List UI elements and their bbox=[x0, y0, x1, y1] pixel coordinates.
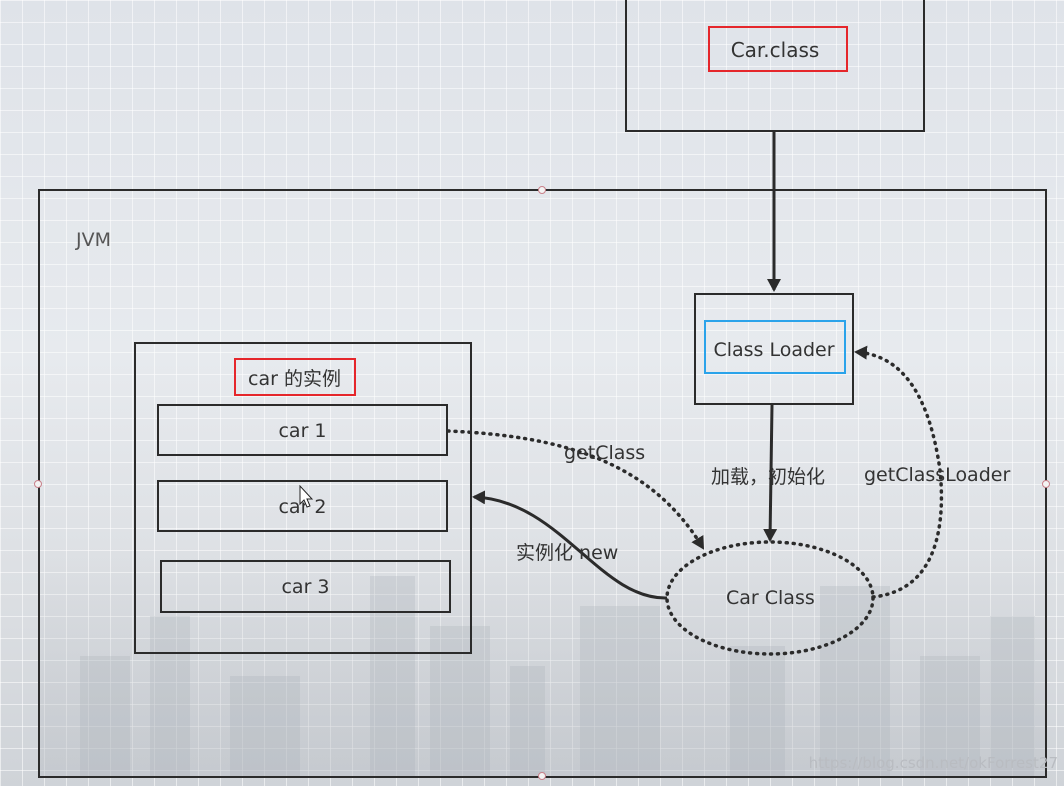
background-cityscape bbox=[40, 546, 1046, 776]
car-instances-container: car 的实例 bbox=[134, 342, 472, 654]
edge-label-getclassloader: getClassLoader bbox=[864, 464, 1011, 486]
selection-handle-right[interactable] bbox=[1042, 480, 1050, 488]
edge-label-getclass: getClass bbox=[564, 442, 646, 464]
class-loader-label: Class Loader bbox=[713, 339, 835, 361]
car-instance-2-label: car 2 bbox=[278, 496, 327, 518]
mouse-cursor-icon bbox=[299, 484, 314, 508]
selection-handle-left[interactable] bbox=[34, 480, 42, 488]
car-class-file-box: Car.class bbox=[625, 0, 925, 132]
class-loader-highlight bbox=[704, 320, 846, 374]
car-instance-1-label: car 1 bbox=[278, 420, 327, 442]
jvm-label: JVM bbox=[76, 229, 111, 251]
arrow-loader-to-carclass bbox=[763, 404, 778, 542]
car-instance-3: car 3 bbox=[160, 560, 451, 613]
class-loader-box: Class Loader bbox=[694, 293, 854, 405]
car-instance-2: car 2 bbox=[157, 480, 448, 532]
car-instance-3-label: car 3 bbox=[281, 576, 330, 598]
selection-handle-top[interactable] bbox=[538, 186, 546, 194]
selection-handle-bottom[interactable] bbox=[538, 772, 546, 780]
arrow-instantiate bbox=[472, 490, 668, 600]
arrow-getclass bbox=[446, 429, 705, 550]
car-class-ellipse bbox=[665, 540, 875, 656]
car-class-file-label: Car.class bbox=[730, 38, 820, 62]
car-instances-title: car 的实例 bbox=[248, 368, 341, 390]
edge-label-instantiate: 实例化 new bbox=[516, 542, 619, 564]
watermark: https://blog.csdn.net/okForrest27 bbox=[808, 754, 1058, 772]
car-instances-title-highlight bbox=[234, 358, 356, 396]
edge-label-load-init: 加载，初始化 bbox=[711, 466, 826, 488]
arrow-getclassloader bbox=[854, 345, 944, 599]
car-class-file-highlight bbox=[708, 26, 848, 72]
car-class-object-label: Car Class bbox=[726, 587, 815, 609]
